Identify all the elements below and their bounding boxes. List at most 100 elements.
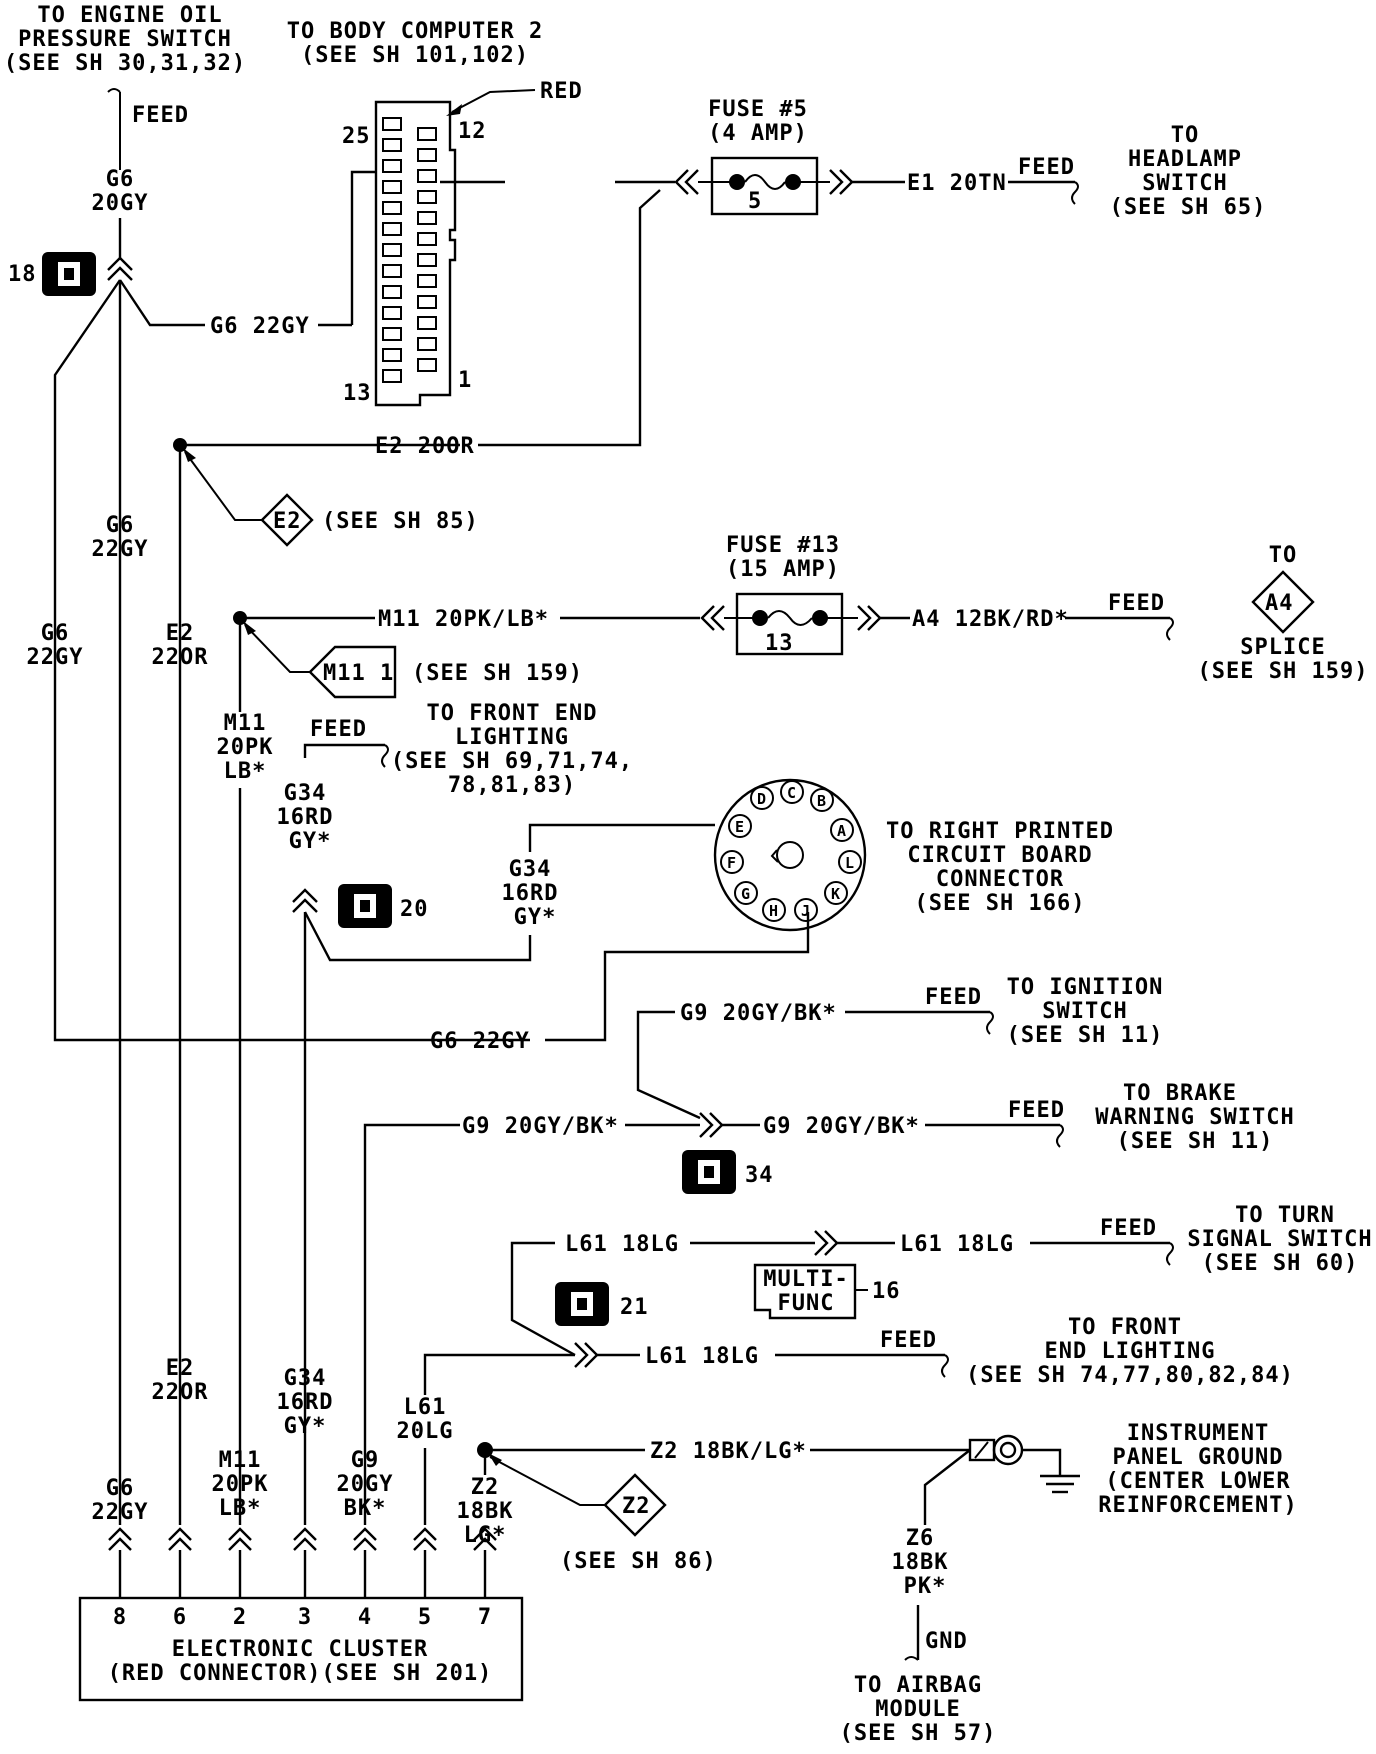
splice-label: A4 (1265, 591, 1294, 616)
red-label: RED (540, 79, 583, 104)
wire-label: L61 18LG (900, 1232, 1014, 1257)
cluster-chevron (108, 1527, 132, 1598)
wire-label: E2 (166, 621, 195, 646)
feed-label: FEED (310, 717, 367, 742)
connector-pin-e (728, 814, 752, 838)
connector-pin-a (830, 818, 854, 842)
feed-squiggle (1056, 1124, 1064, 1148)
connector-cavity (382, 117, 402, 131)
arrow-head (243, 621, 256, 635)
dest-ref: (SEE SH 57) (840, 1721, 997, 1746)
ground-label: INSTRUMENT (1127, 1421, 1269, 1446)
cluster-chevron (293, 1527, 317, 1598)
connector-cavity (417, 316, 437, 330)
ground-symbol-icon (1040, 1474, 1080, 1494)
dest-label: TO (1171, 123, 1200, 148)
dest-label: SWITCH (1142, 171, 1227, 196)
wire-label: LB* (224, 759, 267, 784)
fuse-13 (735, 592, 844, 656)
dest-label: TO RIGHT PRINTED (886, 819, 1114, 844)
dest-label: SIGNAL SWITCH (1187, 1227, 1372, 1252)
wire-label: 16RD (277, 1390, 334, 1415)
connector-pin-j (794, 898, 818, 922)
connector-pin-label: G (741, 885, 751, 903)
wire-label: 20GY (92, 191, 149, 216)
arrow-line (451, 89, 536, 113)
dest-ref: (SEE SH 69,71,74, (391, 749, 633, 774)
wire-label: 16RD (502, 881, 559, 906)
cluster-pin-number: 4 (358, 1605, 372, 1630)
wire-label: G6 (41, 621, 70, 646)
arrow-line (244, 624, 310, 673)
electronic-cluster (78, 1596, 524, 1702)
connector-chevron (829, 169, 854, 195)
connector-pin-label: E (735, 818, 745, 836)
cluster-pin-number: 5 (418, 1605, 432, 1630)
eng-oil-label-2: PRESSURE SWITCH (18, 27, 232, 52)
dest-label: MODULE (875, 1697, 960, 1722)
wire-label: 20GY (337, 1472, 394, 1497)
dest-label: TO FRONT END (427, 701, 598, 726)
connector-chevron (700, 605, 725, 631)
fuse-number: 5 (748, 189, 762, 214)
cluster-pin-number: 7 (478, 1605, 492, 1630)
cluster-pin-number: 8 (113, 1605, 127, 1630)
connector-pin-label: A (837, 822, 847, 840)
splice-ref: (SEE SH 159) (412, 661, 583, 686)
dest-label: CIRCUIT BOARD (907, 843, 1092, 868)
connector-chevron (574, 1342, 599, 1368)
wire-label: 20LG (397, 1419, 454, 1444)
wire-label: G34 (284, 781, 327, 806)
wire-g9 (636, 1010, 701, 1120)
feed-label: FEED (1108, 591, 1165, 616)
dest-label: TO BRAKE (1123, 1081, 1237, 1106)
wire-label: 22OR (152, 645, 209, 670)
feed-squiggle (904, 1656, 919, 1661)
wire-label: M11 20PK/LB* (378, 607, 549, 632)
feed-squiggle (381, 744, 389, 768)
wire-label: G34 (284, 1366, 327, 1391)
arrow-head (488, 1453, 502, 1466)
connector-icon (555, 1282, 609, 1326)
connector-cavity (382, 264, 402, 278)
wire-label: G6 22GY (210, 314, 310, 339)
feed-squiggle (107, 88, 121, 170)
connector-pin-b (810, 788, 834, 812)
fuse-rating: (15 AMP) (726, 557, 840, 582)
feed-squiggle (986, 1011, 994, 1035)
wire-label: G6 (106, 513, 135, 538)
cluster-pin-number: 6 (173, 1605, 187, 1630)
feed-label: FEED (1018, 155, 1075, 180)
body-computer-ref: (SEE SH 101,102) (301, 43, 529, 68)
connector-pin-c (780, 780, 804, 804)
connector-number: 34 (745, 1163, 774, 1188)
dest-label: HEADLAMP (1128, 147, 1242, 172)
connector-cavity (382, 159, 402, 173)
wire-label: 20PK (212, 1472, 269, 1497)
cluster-chevron (413, 1527, 437, 1598)
wire (478, 189, 661, 447)
wire-label: 22GY (27, 645, 84, 670)
dest-ref: (SEE SH 11) (1007, 1023, 1164, 1048)
connector-cavity (382, 369, 402, 383)
cluster-ref: (RED CONNECTOR)(SEE SH 201) (108, 1661, 493, 1686)
fuse-element (698, 174, 830, 190)
connector-icon (42, 252, 96, 296)
fuse-rating: (4 AMP) (708, 121, 808, 146)
wire-label: L61 (404, 1395, 447, 1420)
connector-pin-k (824, 881, 848, 905)
wire-g6-bc (119, 279, 205, 327)
pin-label: 1 (458, 368, 472, 393)
wire-label: G34 (509, 857, 552, 882)
cluster-chevron (353, 1527, 377, 1598)
wire-l61 (423, 1353, 575, 1395)
wire (350, 170, 376, 325)
pin-label: 25 (342, 124, 371, 149)
pin-label: 13 (343, 381, 372, 406)
connector-cavity (382, 180, 402, 194)
connector-cavity (382, 201, 402, 215)
connector-pin-label: B (817, 792, 827, 810)
feed-label: FEED (925, 985, 982, 1010)
connector-icon (338, 884, 392, 928)
